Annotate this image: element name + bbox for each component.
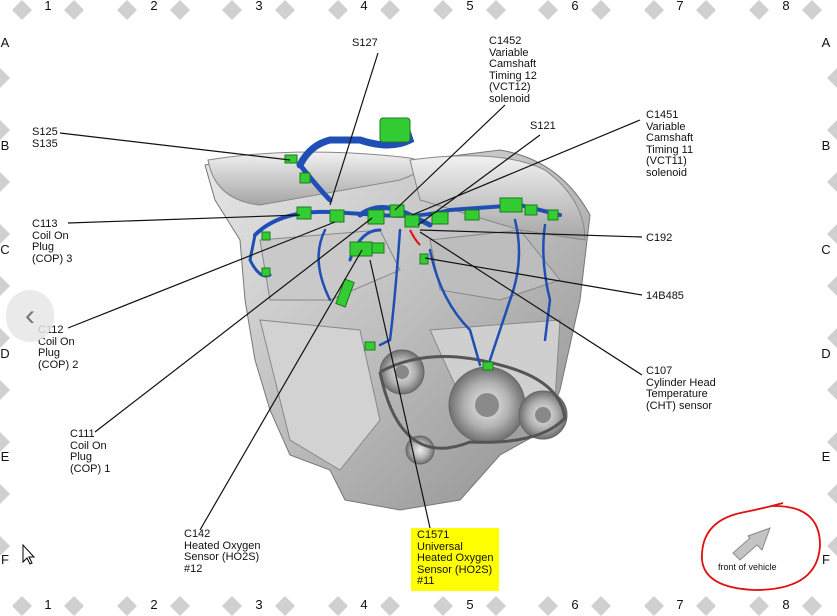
col-label-4: 4 <box>360 0 368 13</box>
col-label-7-bottom: 7 <box>676 597 684 612</box>
col-label-2-bottom: 2 <box>150 597 158 612</box>
col-label-7: 7 <box>676 0 684 13</box>
col-label-8-bottom: 8 <box>782 597 790 612</box>
mouse-cursor-icon <box>22 543 36 565</box>
label-c1451: C1451 Variable Camshaft Timing 11 (VCT11… <box>646 109 694 179</box>
col-label-6-bottom: 6 <box>571 597 579 612</box>
label-s125-s135: S125 S135 <box>32 126 58 150</box>
col-label-2: 2 <box>150 0 158 13</box>
label-c107: C107 Cylinder Head Temperature (CHT) sen… <box>646 365 716 412</box>
label-c142: C142 Heated Oxygen Sensor (HO2S) #12 <box>184 528 261 575</box>
col-label-3: 3 <box>255 0 263 13</box>
row-label-e-right: E <box>821 449 831 464</box>
row-label-d-right: D <box>821 346 831 361</box>
col-label-1: 1 <box>44 0 52 13</box>
label-s121: S121 <box>530 120 556 132</box>
label-c1571-highlighted: C1571 Universal Heated Oxygen Sensor (HO… <box>411 528 500 591</box>
row-label-a: A <box>0 35 10 50</box>
label-c192: C192 <box>646 232 673 244</box>
connectors <box>261 117 559 371</box>
col-label-4-bottom: 4 <box>360 597 368 612</box>
row-label-e: E <box>0 449 10 464</box>
front-of-vehicle-label: front of vehicle <box>718 562 777 572</box>
col-label-5: 5 <box>466 0 474 13</box>
label-c111: C111 Coil On Plug (COP) 1 <box>70 428 111 475</box>
previous-page-button[interactable]: ‹ <box>6 290 54 342</box>
row-label-b-right: B <box>821 138 831 153</box>
col-label-5-bottom: 5 <box>466 597 474 612</box>
label-s127: S127 <box>352 37 378 49</box>
chevron-left-icon: ‹ <box>25 299 35 332</box>
red-annotation-circle <box>701 502 821 591</box>
front-of-vehicle-arrow-icon <box>732 527 771 561</box>
leader-lines <box>59 52 643 531</box>
col-label-1-bottom: 1 <box>44 597 52 612</box>
row-label-f-right: F <box>822 552 830 567</box>
col-label-6: 6 <box>571 0 579 13</box>
label-c113: C113 Coil On Plug (COP) 3 <box>32 218 73 265</box>
row-label-c-right: C <box>821 242 831 257</box>
col-label-3-bottom: 3 <box>255 597 263 612</box>
label-c1452: C1452 Variable Camshaft Timing 12 (VCT12… <box>489 35 537 105</box>
col-label-8: 8 <box>782 0 790 13</box>
row-label-f: F <box>1 552 9 567</box>
row-label-b: B <box>0 138 10 153</box>
row-label-a-right: A <box>821 35 831 50</box>
row-label-d: D <box>0 346 10 361</box>
row-label-c: C <box>0 242 10 257</box>
label-14b485: 14B485 <box>646 290 684 302</box>
engine-illustration <box>204 149 591 511</box>
